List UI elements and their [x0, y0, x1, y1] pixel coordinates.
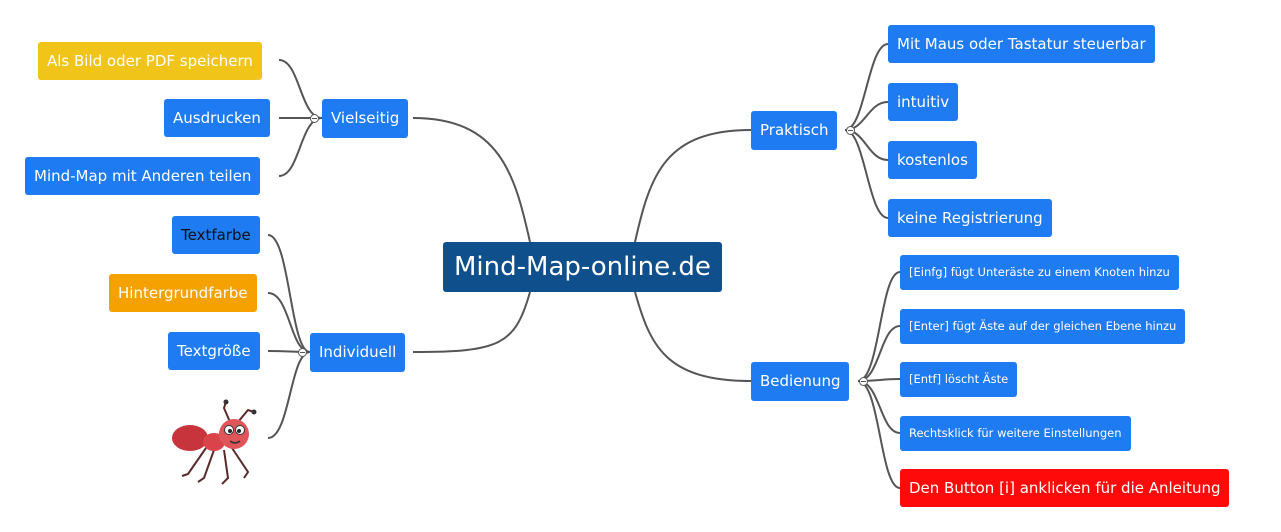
node-kostenlos[interactable]: kostenlos	[888, 141, 977, 179]
branch-praktisch[interactable]: Praktisch	[751, 111, 838, 150]
collapse-toggle-individuell-icon[interactable]	[298, 348, 307, 357]
connector-root-individuell	[412, 291, 531, 353]
node-textfarbe[interactable]: Textfarbe	[172, 216, 260, 254]
node-anleitung-hint[interactable]: Den Button [i] anklicken für die Anleitu…	[900, 469, 1230, 507]
node-mit-maus-oder-tastatur-steuerbar[interactable]: Mit Maus oder Tastatur steuerbar	[888, 25, 1155, 63]
branch-bedienung[interactable]: Bedienung	[751, 362, 850, 401]
collapse-toggle-praktisch-icon[interactable]	[846, 126, 855, 135]
node-ausdrucken[interactable]: Ausdrucken	[164, 99, 270, 137]
branch-individuell[interactable]: Individuell	[310, 333, 406, 372]
node-rechtsklick-hint[interactable]: Rechtsklick für weitere Einstellungen	[900, 416, 1131, 451]
connector-root-bedienung	[634, 291, 752, 382]
collapse-toggle-vielseitig-icon[interactable]	[310, 114, 319, 123]
node-entf-hint[interactable]: [Entf] löscht Äste	[900, 362, 1018, 397]
node-einfg-hint[interactable]: [Einfg] fügt Unteräste zu einem Knoten h…	[900, 255, 1179, 290]
node-enter-hint[interactable]: [Enter] fügt Äste auf der gleichen Ebene…	[900, 309, 1186, 344]
branch-vielseitig[interactable]: Vielseitig	[322, 99, 409, 138]
connector-root-praktisch	[634, 129, 752, 243]
node-keine-registrierung[interactable]: keine Registrierung	[888, 199, 1052, 237]
node-als-bild-oder-pdf-speichern[interactable]: Als Bild oder PDF speichern	[38, 42, 262, 80]
ant-illustration	[172, 399, 257, 485]
collapse-toggle-bedienung-icon[interactable]	[859, 377, 868, 386]
node-hintergrundfarbe[interactable]: Hintergrundfarbe	[109, 274, 257, 312]
node-textgroesse[interactable]: Textgröße	[168, 332, 260, 370]
root-node[interactable]: Mind-Map-online.de	[443, 242, 722, 292]
node-mind-map-mit-anderen-teilen[interactable]: Mind-Map mit Anderen teilen	[25, 157, 261, 195]
connector-root-vielseitig	[412, 117, 531, 243]
node-intuitiv[interactable]: intuitiv	[888, 83, 959, 121]
